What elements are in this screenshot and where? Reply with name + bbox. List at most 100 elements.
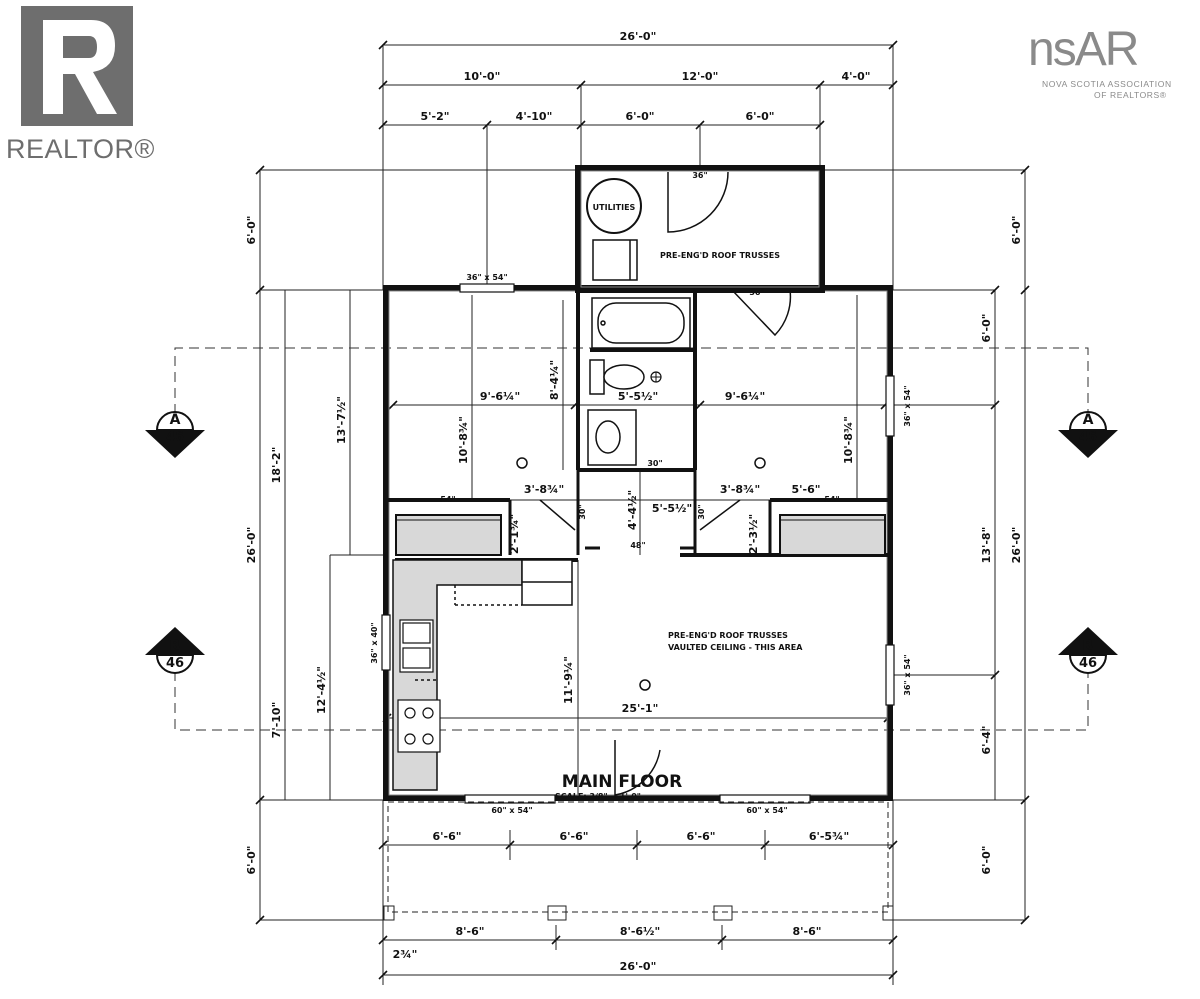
dim-right-6b: 6'-4"	[980, 726, 993, 755]
dim-left-13: 13'-7½"	[335, 396, 348, 444]
dim-bed-right-height: 10'-8¾"	[842, 416, 855, 464]
dim-hall-right: 3'-8¾"	[720, 483, 760, 496]
ceiling-lights	[516, 457, 766, 691]
vanity-icon	[587, 409, 637, 466]
kitchen-counter	[392, 559, 573, 791]
section-marker-a-right-icon	[1058, 411, 1118, 458]
section-cut-lines	[174, 347, 1089, 731]
porch	[383, 801, 894, 921]
nsar-realtors-line: OF REALTORS®	[1094, 90, 1167, 100]
bathtub-icon	[591, 297, 691, 349]
door-closet-right-label: 54"	[824, 495, 839, 504]
closet-right	[779, 514, 886, 556]
section-b-right-sheet: 46	[1079, 656, 1097, 671]
dim-living-width: 25'-1"	[622, 702, 659, 715]
door-bed-right-label: 30"	[697, 504, 706, 519]
note-truss-main-2: VAULTED CEILING - THIS AREA	[668, 643, 803, 652]
closet-left	[395, 514, 502, 556]
dim-porch-2: 6'-6"	[560, 830, 589, 843]
note-truss-upper: PRE-ENG'D ROOF TRUSSES	[660, 251, 780, 260]
dimension-ticks	[255, 40, 1030, 980]
door-mech-side-label: 36"	[749, 288, 764, 297]
doors	[539, 171, 792, 796]
dim-post-offset: 2¾"	[393, 948, 418, 961]
dim-right-13: 13'-8"	[980, 527, 993, 564]
realtor-wordmark: REALTOR®	[6, 134, 155, 164]
door-closet-left-label: 54"	[440, 495, 455, 504]
dim-porch-4: 6'-5¾"	[809, 830, 849, 843]
section-a-right-letter: A	[1083, 412, 1094, 428]
note-truss-main-1: PRE-ENG'D ROOF TRUSSES	[668, 631, 788, 640]
dim-left-porch: 6'-0"	[245, 846, 258, 875]
nsar-wordmark: nsAR	[1028, 23, 1139, 76]
windows	[381, 283, 895, 804]
dim-right-porch: 6'-0"	[980, 846, 993, 875]
dim-top-5: 4'-10"	[516, 110, 553, 123]
plan-scale: SCALE: 3/8" = 1'-0"	[555, 792, 641, 801]
front-sill	[384, 797, 892, 801]
section-b-right-letter: B	[1083, 638, 1094, 654]
dim-top-6: 6'-0"	[626, 110, 655, 123]
realtor-r-mark-icon	[21, 6, 133, 126]
toilet-icon	[589, 359, 645, 395]
dim-right-overall: 26'-0"	[1010, 527, 1023, 564]
dim-top-2: 12'-0"	[682, 70, 719, 83]
dim-left-overall: 26'-0"	[245, 527, 258, 564]
dim-top-4: 5'-2"	[421, 110, 450, 123]
dimension-lines	[259, 44, 1026, 985]
window-east-upper-label: 36" x 54"	[903, 385, 912, 426]
door-bed-left-label: 30"	[578, 504, 587, 519]
dim-post-2: 8'-6½"	[620, 925, 660, 938]
range-stove-icon	[397, 699, 441, 753]
dim-bed-right-width: 9'-6¼"	[725, 390, 765, 403]
section-marker-b-right-icon	[1058, 627, 1118, 674]
section-a-right-sheet: 46	[1079, 430, 1097, 445]
dim-closet-right: 2'-3½"	[747, 514, 760, 554]
dim-right-6a: 6'-0"	[980, 314, 993, 343]
dim-hall-left: 3'-8¾"	[524, 483, 564, 496]
exhaust-fan-icon	[650, 371, 662, 383]
dim-porch-1: 6'-6"	[433, 830, 462, 843]
nsar-association-line: NOVA SCOTIA ASSOCIATION	[1042, 79, 1172, 89]
dim-hall-mid: 5'-5½"	[652, 502, 692, 515]
dim-bath-width: 5'-5½"	[618, 390, 658, 403]
dim-left-7: 7'-10"	[270, 702, 283, 739]
realtor-logo: REALTOR®	[6, 6, 154, 166]
kitchen-sink-icon	[399, 619, 434, 673]
section-a-left-sheet: 46	[166, 430, 184, 445]
section-marker-b-left-icon	[145, 627, 205, 674]
window-top-label: 36" x 54"	[466, 273, 507, 282]
dim-hall-depth: 4'-4½"	[626, 490, 639, 530]
dim-porch-3: 6'-6"	[687, 830, 716, 843]
dim-bed-left-width: 9'-6¼"	[480, 390, 520, 403]
section-a-left-letter: A	[170, 412, 181, 428]
dim-top-1: 10'-0"	[464, 70, 501, 83]
dim-post-1: 8'-6"	[456, 925, 485, 938]
dim-overall-bottom: 26'-0"	[620, 960, 657, 973]
dim-left-mech: 6'-0"	[245, 216, 258, 245]
section-b-left-letter: B	[170, 638, 181, 654]
dim-right-mech: 6'-0"	[1010, 216, 1023, 245]
door-hall-label: 48"	[630, 541, 645, 550]
note-utilities: UTILITIES	[593, 203, 636, 212]
door-mech-top-label: 36"	[692, 171, 707, 180]
window-front-left-label: 60" x 54"	[491, 806, 532, 815]
hall-walls	[508, 470, 772, 555]
dim-bath-height: 8'-4¼"	[548, 360, 561, 400]
water-heater-icon	[586, 178, 642, 234]
dim-closet-left: 2'-1¾"	[508, 514, 521, 554]
nsar-logo: nsAR NOVA SCOTIA ASSOCIATION OF REALTORS…	[1026, 22, 1186, 112]
electrical-panel-icon	[592, 239, 638, 281]
dim-post-3: 8'-6"	[793, 925, 822, 938]
dim-left-18: 18'-2"	[270, 447, 283, 484]
dim-left-12: 12'-4½"	[315, 666, 328, 714]
window-front-right-label: 60" x 54"	[746, 806, 787, 815]
dim-hall-far: 5'-6"	[792, 483, 821, 496]
section-b-left-sheet: 46	[166, 656, 184, 671]
dim-top-7: 6'-0"	[746, 110, 775, 123]
dim-top-3: 4'-0"	[842, 70, 871, 83]
window-west-kitchen-label: 36" x 40"	[370, 622, 379, 663]
plan-title: MAIN FLOOR	[562, 772, 682, 792]
window-east-lower-label: 36" x 54"	[903, 654, 912, 695]
